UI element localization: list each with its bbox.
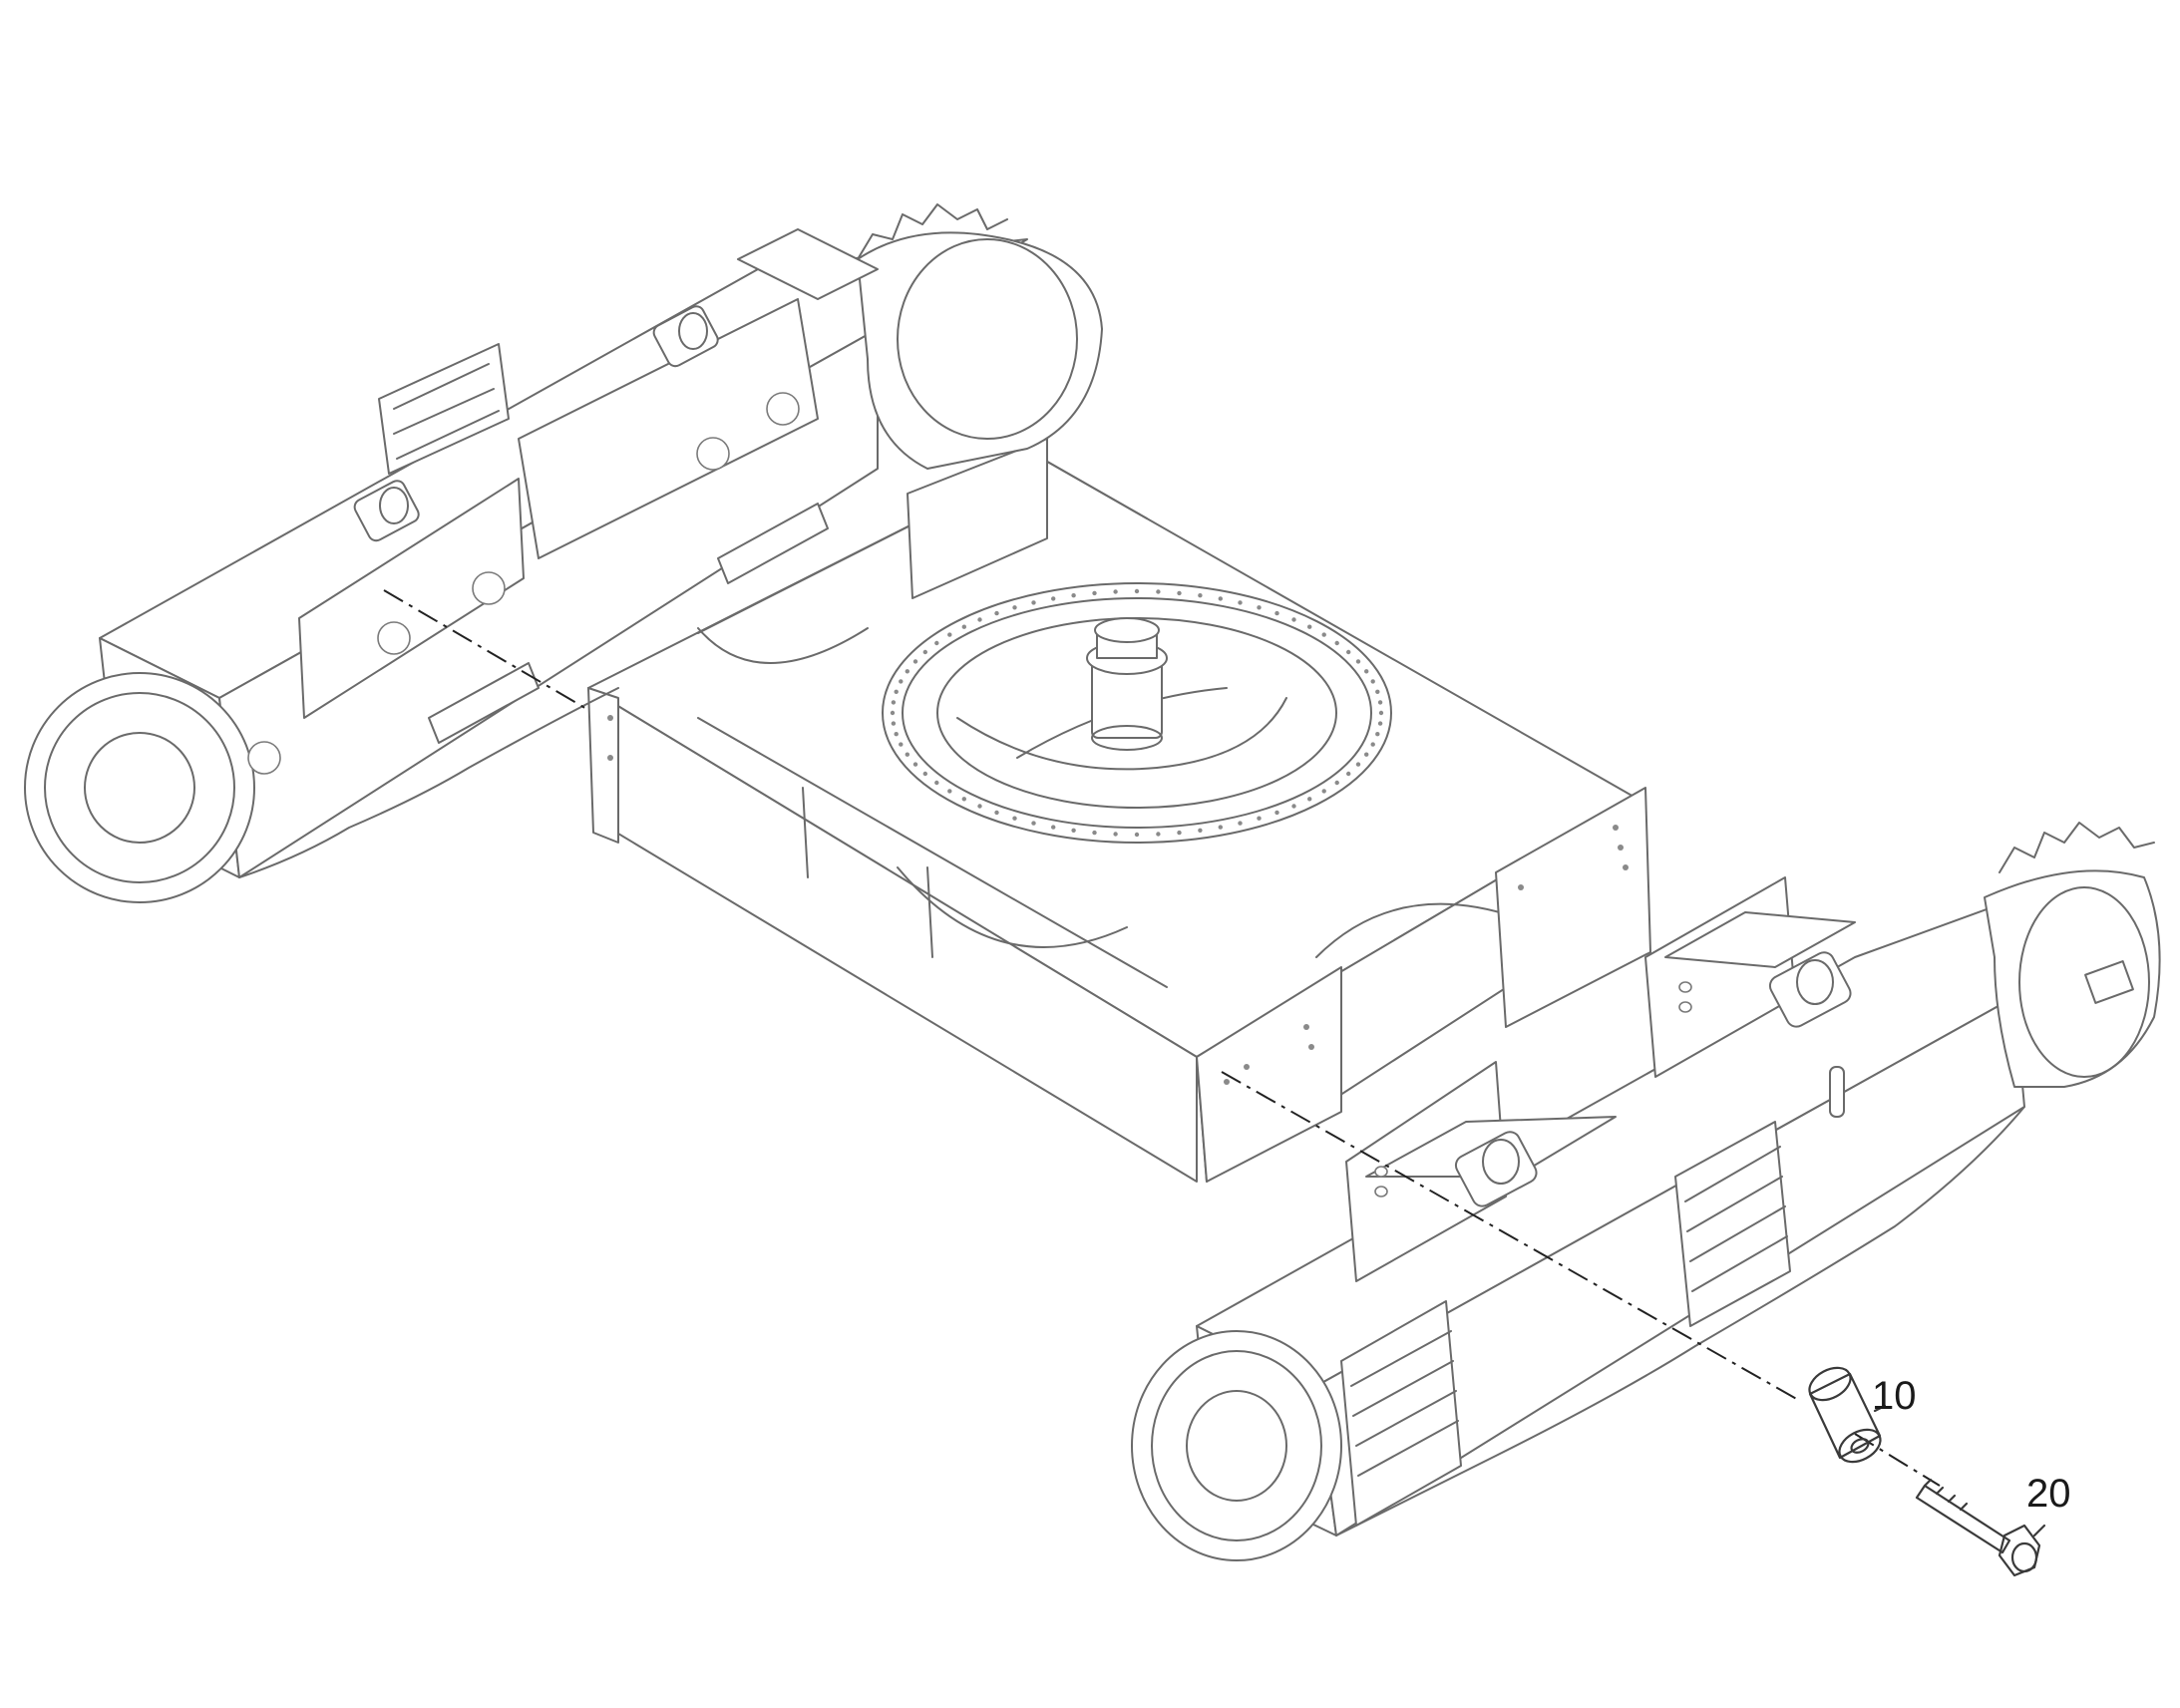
ring-bolt-hole (934, 640, 939, 646)
ring-bolt-hole (977, 804, 982, 809)
ring-bolt-hole (891, 700, 897, 705)
ring-bolt-hole (1198, 593, 1203, 598)
ring-bolt-hole (1274, 810, 1279, 816)
ring-bolt-hole (1092, 590, 1097, 596)
ring-bolt-hole (1291, 804, 1296, 809)
ring-bolt-hole (1364, 669, 1369, 674)
callout-label-10: 10 (1872, 1374, 1917, 1418)
ring-bolt-hole (1364, 752, 1369, 757)
ring-bolt-hole (1051, 596, 1056, 601)
ring-bolt-hole (1012, 605, 1017, 610)
ring-bolt-hole (1307, 624, 1312, 629)
ring-bolt-hole (894, 689, 899, 694)
ring-bolt-hole (1377, 721, 1383, 726)
ring-bolt-hole (1291, 617, 1296, 622)
center-swivel-joint (1086, 617, 1168, 751)
ring-bolt-hole (1113, 589, 1118, 594)
ring-bolt-hole (994, 810, 999, 816)
ring-bolt-hole (1377, 700, 1383, 705)
ring-bolt-hole (947, 789, 952, 794)
ring-bolt-hole (1156, 589, 1161, 594)
ring-bolt-hole (1071, 593, 1076, 598)
ring-bolt-hole (890, 710, 896, 716)
callout-label-20: 20 (2026, 1472, 2071, 1516)
ring-bolt-hole (1156, 832, 1161, 837)
ring-bolt-hole (1092, 830, 1097, 836)
ring-bolt-hole (977, 617, 982, 622)
ring-bolt-hole (1134, 588, 1140, 594)
ring-bolt-hole (1177, 590, 1182, 596)
ring-bolt-hole (1177, 830, 1182, 836)
ring-bolt-hole (1113, 832, 1118, 837)
ring-bolt-hole (994, 610, 999, 616)
ring-bolt-hole (1334, 780, 1339, 786)
ring-bolt-hole (1370, 742, 1375, 747)
ring-bolt-hole (1012, 816, 1017, 821)
ring-bolt-hole (1031, 600, 1036, 605)
ring-bolt-hole (1307, 797, 1312, 802)
ring-bolt-hole (934, 780, 939, 786)
ring-bolt-hole (961, 624, 966, 629)
ring-bolt-hole (1334, 640, 1339, 646)
ring-bolt-hole (1071, 828, 1076, 833)
ring-bolt-hole (1321, 789, 1326, 794)
ring-bolt-hole (894, 732, 899, 737)
callout-leaders (1873, 1404, 2046, 1537)
ring-bolt-hole (1238, 600, 1243, 605)
ring-bolt-hole (1321, 632, 1326, 637)
ring-bolt-hole (1238, 821, 1243, 826)
ring-bolt-hole (1218, 596, 1224, 601)
ring-bolt-hole (1346, 771, 1351, 777)
ring-bolt-hole (1375, 732, 1380, 737)
ring-bolt-hole (912, 762, 918, 767)
ring-bolt-hole (922, 771, 927, 777)
ring-bolt-hole (1375, 689, 1380, 694)
ring-bolt-hole (1346, 649, 1351, 655)
ring-bolt-hole (899, 679, 904, 684)
ring-bolt-hole (1031, 821, 1036, 826)
ring-bolt-hole (1378, 710, 1384, 716)
ring-bolt-hole (1051, 825, 1056, 830)
ring-bolt-hole (1355, 762, 1361, 767)
ring-bolt-hole (961, 797, 966, 802)
ring-bolt-hole (947, 632, 952, 637)
ring-bolt-hole (1218, 825, 1224, 830)
ring-bolt-hole (1198, 828, 1203, 833)
ring-bolt-hole (922, 649, 927, 655)
left-track-frame (24, 203, 1103, 903)
bushing-part (1808, 1366, 1882, 1464)
ring-bolt-hole (1257, 816, 1262, 821)
ring-bolt-hole (891, 721, 897, 726)
ring-bolt-hole (1134, 832, 1140, 838)
bolt-part (1915, 1478, 2041, 1577)
ring-bolt-hole (905, 752, 909, 757)
ring-bolt-hole (1370, 679, 1375, 684)
ring-bolt-hole (905, 669, 909, 674)
ring-bolt-hole (1355, 659, 1361, 664)
right-track-frame (1131, 822, 2161, 1561)
ring-bolt-hole (1274, 610, 1279, 616)
ring-bolt-hole (912, 659, 918, 664)
ring-bolt-hole (1257, 605, 1262, 610)
ring-bolt-hole (899, 742, 904, 747)
